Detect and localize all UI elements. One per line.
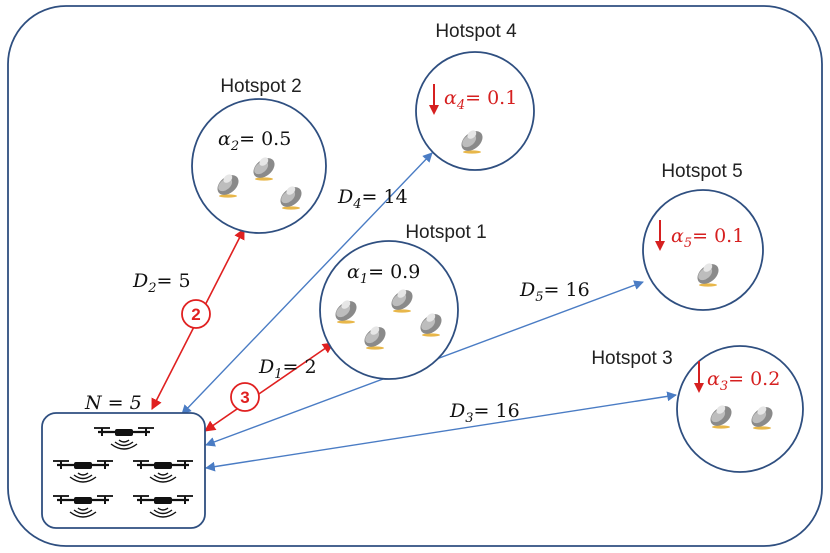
distance-label-5: D5= 16: [519, 279, 590, 305]
hotspot-4-title: Hotspot 4: [435, 21, 517, 42]
hotspot-1: Hotspot 1 α1= 0.9: [319, 222, 487, 380]
hotspot-4-alpha: α4= 0.1: [444, 87, 517, 113]
hotspot-2: Hotspot 2 α2= 0.5: [191, 76, 327, 234]
hotspot-5-alpha: α5= 0.1: [671, 225, 744, 251]
distance-label-2: D2= 5: [132, 270, 191, 296]
uav-base: [41, 412, 206, 529]
hotspot-4: Hotspot 4 α4= 0.1: [415, 21, 535, 171]
svg-text:2: 2: [191, 305, 200, 324]
hotspot-3-title: Hotspot 3: [591, 348, 672, 369]
decrease-arrow-icon: [429, 84, 439, 115]
decrease-arrow-icon: [655, 220, 665, 251]
hotspot-1-alpha: α1= 0.9: [347, 261, 420, 287]
hotspot-2-title: Hotspot 2: [220, 76, 301, 97]
decrease-arrow-icon: [694, 361, 704, 393]
area-frame: [7, 5, 823, 547]
assignment-badge-hotspot-1: 3: [230, 382, 260, 412]
fleet-size-label: N = 5: [84, 392, 142, 414]
distance-label-3: D3= 16: [449, 400, 520, 426]
distance-label-4: D4= 14: [337, 186, 408, 212]
hotspot-5: Hotspot 5 α5= 0.1: [642, 161, 764, 311]
hotspot-5-title: Hotspot 5: [661, 161, 742, 182]
svg-text:3: 3: [240, 388, 249, 407]
hotspot-3-alpha: α3= 0.2: [707, 368, 780, 394]
hotspot-1-title: Hotspot 1: [405, 222, 486, 243]
hotspot-3: Hotspot 3 α3= 0.2: [591, 345, 804, 473]
link-hotspot-3: [205, 391, 677, 472]
assignment-badge-hotspot-2: 2: [181, 299, 211, 329]
distance-label-1: D1= 2: [258, 356, 317, 382]
link-hotspot-1: [204, 342, 334, 432]
hotspot-2-alpha: α2= 0.5: [218, 128, 291, 154]
